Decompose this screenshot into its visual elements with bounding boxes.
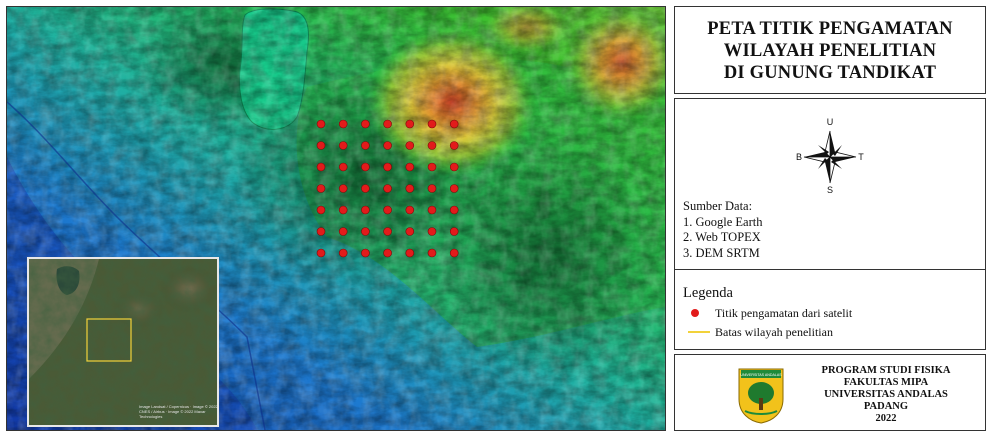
legend-item-study-boundary: Batas wilayah penelitian [685,325,833,339]
observation-point [316,141,326,150]
observation-point [338,205,348,215]
observation-point [383,119,392,129]
observation-point [383,205,392,215]
study-area-boundary [86,318,132,362]
observation-point [405,162,415,172]
observation-point [405,205,415,215]
observation-point [449,205,459,215]
legend-item-observation-point: Titik pengamatan dari satelit [685,306,852,320]
satellite-inset: Image Landsat / Copernicus · Image © 202… [27,257,219,427]
observation-point [427,248,437,258]
observation-point [316,184,326,193]
observation-points [316,119,459,258]
observation-point [427,184,437,193]
observation-point [338,184,348,193]
observation-point [405,227,415,236]
observation-point [316,227,326,236]
observation-point [361,205,370,215]
yellow-line-icon [685,325,715,339]
dem-map: Image Landsat / Copernicus · Image © 202… [6,6,666,431]
observation-point [383,141,392,150]
observation-point [316,119,326,129]
institution-box: UNIVERSITAS ANDALAS PROGRAM STUDI FISIKA… [674,354,986,431]
observation-point [427,162,437,172]
legend-divider [675,269,985,270]
compass-rose-icon: U S T B [796,117,864,193]
observation-point [449,162,459,172]
observation-point [316,162,326,172]
data-source-item: 1. Google Earth [683,214,763,229]
observation-point [405,119,415,129]
institution-line-4: PADANG [863,401,909,412]
observation-point [338,227,348,236]
observation-point [338,248,348,258]
institution-line-1: PROGRAM STUDI FISIKA [821,365,951,376]
observation-point [338,162,348,172]
map-title: PETA TITIK PENGAMATAN WILAYAH PENELITIAN… [675,18,985,84]
observation-point [361,119,370,129]
observation-point [361,184,370,193]
observation-point [427,141,437,150]
observation-point [405,184,415,193]
logo-text: UNIVERSITAS ANDALAS [740,373,782,377]
observation-point [361,227,370,236]
data-source-item: 2. Web TOPEX [683,230,761,244]
observation-point [361,162,370,172]
title-line-2: WILAYAH PENELITIAN [723,41,937,61]
red-dot-icon [685,306,715,320]
observation-point [383,248,392,258]
observation-point [427,227,437,236]
institution-line-2: FAKULTAS MIPA [843,377,929,388]
observation-point [338,119,348,129]
data-sources-heading: Sumber Data: [683,199,753,213]
observation-point [405,141,415,150]
observation-point [405,248,415,258]
legend-label: Titik pengamatan dari satelit [715,305,853,320]
data-sources: Sumber Data: 1. Google Earth 2. Web TOPE… [683,199,763,261]
title-line-3: DI GUNUNG TANDIKAT [723,63,937,83]
legend-heading: Legenda [683,285,733,301]
institution-line-3: UNIVERSITAS ANDALAS [824,389,948,400]
observation-point [338,141,348,150]
observation-point [427,119,437,129]
observation-point [449,248,459,258]
observation-point [383,184,392,193]
institution-name: PROGRAM STUDI FISIKA FAKULTAS MIPA UNIVE… [787,365,985,425]
university-logo-icon: UNIVERSITAS ANDALAS [738,368,784,424]
observation-point [316,205,326,215]
title-box: PETA TITIK PENGAMATAN WILAYAH PENELITIAN… [674,6,986,94]
observation-point [361,141,370,150]
compass-west: B [796,152,802,162]
compass-east: T [858,152,864,162]
compass-north: U [827,117,834,127]
observation-point [427,205,437,215]
observation-point [316,248,326,258]
observation-point [449,141,459,150]
observation-point [449,227,459,236]
observation-point [449,184,459,193]
observation-point [361,248,370,258]
compass-south: S [827,185,833,193]
observation-point [383,162,392,172]
institution-line-5: 2022 [875,413,897,424]
observation-point [449,119,459,129]
inset-credit: Image Landsat / Copernicus · Image © 202… [139,404,218,419]
data-source-item: 3. DEM SRTM [683,245,760,260]
observation-point [383,227,392,236]
info-box: U S T B Sumber Data: 1. Google Earth 2. … [674,98,986,350]
title-line-1: PETA TITIK PENGAMATAN [707,19,953,39]
legend-label: Batas wilayah penelitian [715,324,833,339]
